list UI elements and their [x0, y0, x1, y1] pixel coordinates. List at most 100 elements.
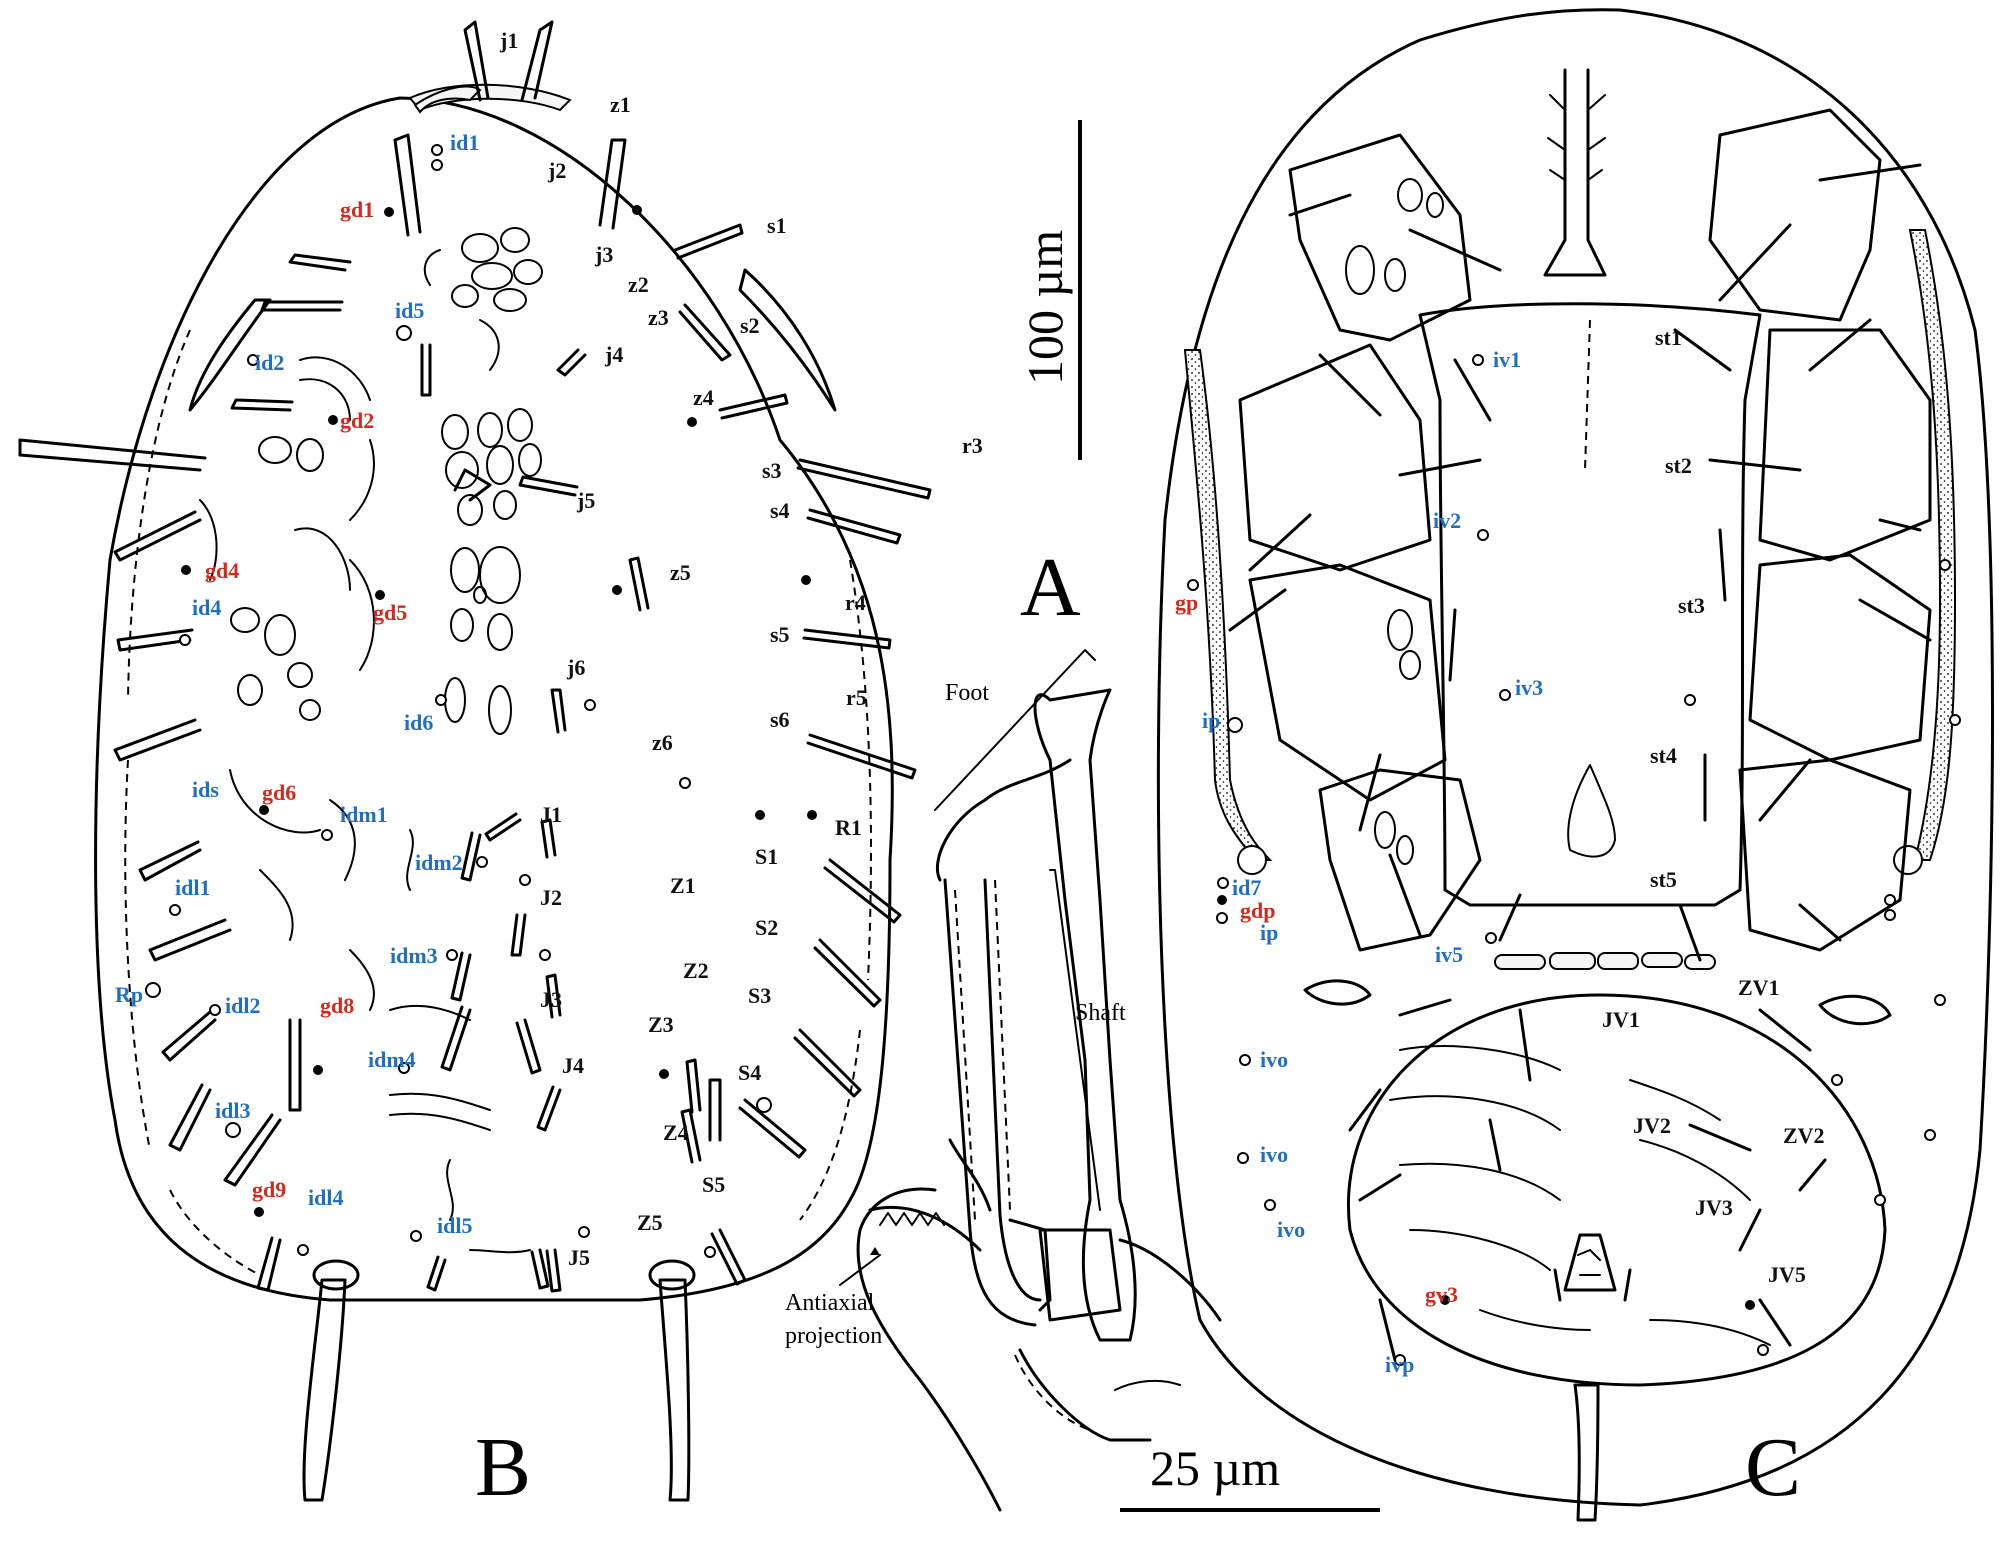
- label-z3: z3: [648, 305, 669, 330]
- label-ip-upper: ip: [1202, 708, 1220, 733]
- coxa-left-3: [1248, 563, 1447, 802]
- label-ivo-3: ivo: [1277, 1217, 1305, 1242]
- shoulder-groove-left: [188, 298, 272, 412]
- label-gdp: gdp: [1240, 898, 1275, 923]
- label-ZV1: ZV1: [1738, 975, 1780, 1000]
- label-idl1: idl1: [175, 875, 210, 900]
- label-j3: j3: [594, 242, 613, 267]
- label-Z3: Z3: [648, 1012, 674, 1037]
- label-JV3: JV3: [1695, 1195, 1733, 1220]
- label-S2: S2: [755, 915, 778, 940]
- coxal-cells: [1345, 178, 1444, 865]
- label-ivp: ivp: [1385, 1352, 1414, 1377]
- label-gd2: gd2: [340, 408, 374, 433]
- label-gd9: gd9: [252, 1177, 286, 1202]
- label-ip-lower: ip: [1260, 920, 1278, 945]
- coxa-right-3: [1748, 553, 1932, 762]
- label-z4: z4: [693, 385, 714, 410]
- label-J2: J2: [540, 885, 562, 910]
- ventral-view-drawing: [1156, 8, 1994, 1522]
- label-idm4: idm4: [368, 1047, 416, 1072]
- coxa-left-2: [1238, 343, 1432, 572]
- label-r4: r4: [845, 590, 866, 615]
- dorsal-shield-outline: [94, 96, 894, 1302]
- label-J4: J4: [562, 1053, 584, 1078]
- label-iv5: iv5: [1435, 942, 1463, 967]
- annotation-projection: projection: [785, 1323, 882, 1349]
- label-z2: z2: [628, 272, 649, 297]
- label-st5: st5: [1650, 867, 1677, 892]
- gnathosoma-tube: [1543, 68, 1607, 277]
- ventral-setae: [1228, 163, 1932, 1362]
- label-s3: s3: [762, 458, 782, 483]
- posterior-long-setae: [302, 1259, 696, 1502]
- leg-detail-drawing: [839, 649, 1222, 1512]
- annotation-shaft: Shaft: [1075, 1000, 1126, 1026]
- label-idm3: idm3: [390, 943, 438, 968]
- label-JV5: JV5: [1768, 1262, 1806, 1287]
- label-gp: gp: [1175, 590, 1198, 615]
- ventral-body-outline: [1156, 8, 1994, 1507]
- annotation-foot: Foot: [945, 680, 989, 706]
- leg-claw-antiaxial: [856, 1187, 1002, 1512]
- shoulder-groove-right: [738, 268, 837, 412]
- label-j5: j5: [576, 488, 595, 513]
- label-s4: s4: [770, 498, 790, 523]
- label-gd6: gd6: [262, 780, 296, 805]
- label-gd5: gd5: [373, 600, 407, 625]
- coxa-right-2: [1758, 328, 1932, 562]
- posterior-plates-row: [1494, 952, 1716, 970]
- label-idm1: idm1: [340, 802, 388, 827]
- peritreme-right: [1908, 229, 1957, 861]
- label-S5: S5: [702, 1172, 725, 1197]
- anal-opening: [1563, 1233, 1617, 1292]
- label-id6: id6: [404, 710, 433, 735]
- label-st4: st4: [1650, 743, 1677, 768]
- label-st2: st2: [1665, 453, 1692, 478]
- label-iv1: iv1: [1493, 347, 1521, 372]
- anterior-ridge-left: [413, 85, 482, 114]
- label-j4: j4: [604, 342, 623, 367]
- reticulation-cells: [199, 227, 543, 1254]
- label-ids: ids: [192, 777, 219, 802]
- annotation-antiaxial: Antiaxial: [785, 1290, 875, 1316]
- label-idl3: idl3: [215, 1098, 250, 1123]
- label-id7: id7: [1232, 875, 1261, 900]
- label-Rp: Rp: [115, 982, 143, 1007]
- ventral-striae: [1389, 1045, 1771, 1346]
- label-J3: J3: [540, 987, 562, 1012]
- label-idl5: idl5: [437, 1213, 472, 1238]
- leg-foot-shaft: [1033, 688, 1137, 1342]
- pre-genital-spot: [1567, 764, 1616, 858]
- label-gv3: gv3: [1425, 1282, 1458, 1307]
- sternal-shield: [1418, 302, 1762, 907]
- dorsal-inner-margin: [124, 329, 872, 1276]
- label-Z1: Z1: [670, 873, 696, 898]
- dorsal-view-drawing: [18, 20, 932, 1502]
- metapodal-right: [1818, 994, 1892, 1026]
- label-z6: z6: [652, 730, 673, 755]
- panel-label-c: C: [1745, 1421, 1801, 1514]
- label-s6: s6: [770, 707, 790, 732]
- label-R1: R1: [835, 815, 862, 840]
- label-r3: r3: [962, 433, 983, 458]
- ventrianal-shield: [1347, 993, 1887, 1387]
- shaft-bracket: [1049, 869, 1101, 1211]
- foot-bracket: [934, 649, 1096, 811]
- panel-label-b: B: [475, 1421, 531, 1514]
- label-S1: S1: [755, 844, 778, 869]
- label-id2: id2: [255, 350, 284, 375]
- label-ivo-2: ivo: [1260, 1142, 1288, 1167]
- label-J1: J1: [540, 802, 562, 827]
- label-id5: id5: [395, 298, 424, 323]
- label-ZV2: ZV2: [1783, 1123, 1825, 1148]
- label-z1: z1: [610, 92, 631, 117]
- label-S4: S4: [738, 1060, 761, 1085]
- label-st3: st3: [1678, 593, 1705, 618]
- label-s2: s2: [740, 313, 760, 338]
- label-s5: s5: [770, 622, 790, 647]
- metapodal-left: [1303, 979, 1372, 1006]
- label-JV1: JV1: [1602, 1007, 1640, 1032]
- post-anal-seta: [1573, 1383, 1600, 1522]
- coxa-right-1: [1708, 108, 1882, 322]
